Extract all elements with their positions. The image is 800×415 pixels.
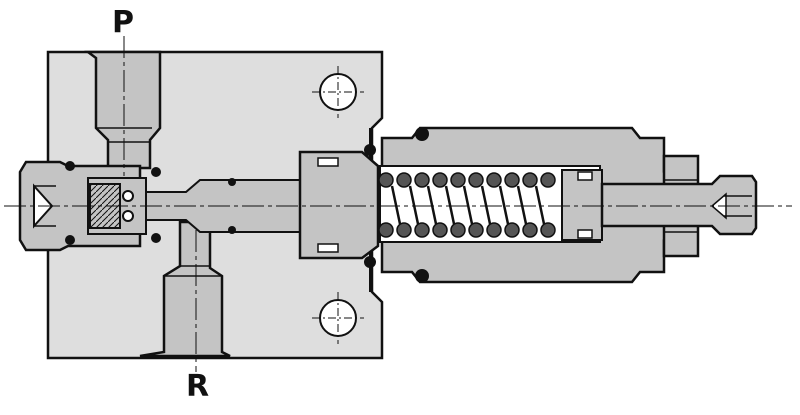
adjusting-screw (600, 174, 758, 236)
mounting-hole-top (312, 66, 364, 118)
pressure-port-label: P (112, 5, 134, 40)
mounting-hole-bottom (312, 292, 364, 344)
piston-head (298, 144, 380, 268)
centerlines (4, 36, 792, 372)
spring (378, 172, 556, 238)
return-port-label: R (186, 369, 210, 404)
return-port-bore (139, 220, 231, 358)
spring-seat (561, 169, 603, 241)
